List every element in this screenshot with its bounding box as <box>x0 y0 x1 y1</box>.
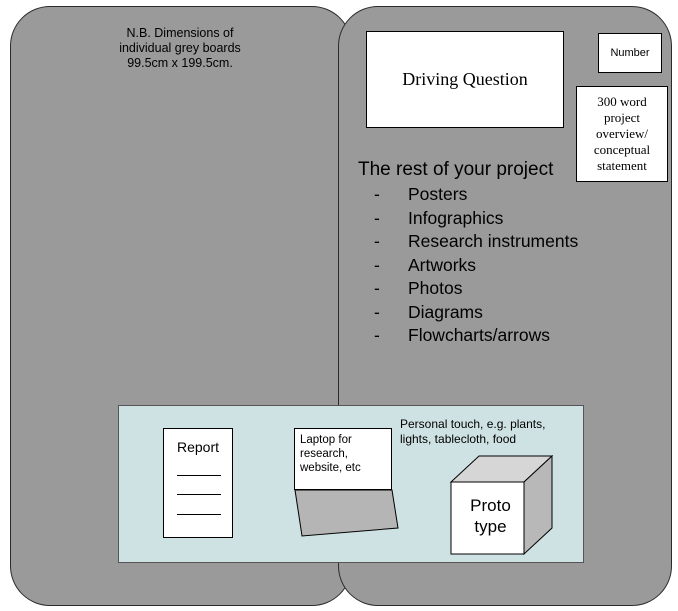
laptop-keyboard-base <box>294 489 399 537</box>
list-item: - Research instruments <box>374 230 588 254</box>
number-box: Number <box>598 33 662 73</box>
report-document: Report <box>163 428 233 538</box>
report-line <box>177 514 221 515</box>
list-bullet: - <box>374 184 380 204</box>
driving-question-box: Driving Question <box>366 31 564 128</box>
dimensions-note-line2: individual grey boards <box>119 41 241 55</box>
list-item-label: Flowcharts/arrows <box>408 325 550 345</box>
laptop-label: Laptop for research, website, etc <box>300 434 361 474</box>
rest-of-project-title: The rest of your project <box>358 159 554 180</box>
list-item: - Diagrams <box>374 301 588 325</box>
prototype-label-line1: Proto <box>470 496 511 515</box>
prototype-label: Proto type <box>453 495 528 537</box>
project-overview-label: 300 word project overview/ conceptual st… <box>593 94 651 173</box>
list-item: - Infographics <box>374 207 588 231</box>
laptop-screen: Laptop for research, website, etc <box>294 428 392 490</box>
list-item: - Flowcharts/arrows <box>374 324 588 348</box>
list-item-label: Posters <box>408 184 468 204</box>
list-item: - Artworks <box>374 254 588 278</box>
report-line <box>177 494 221 495</box>
personal-touch-label: Personal touch, e.g. plants, lights, tab… <box>400 417 546 446</box>
list-item-label: Infographics <box>408 207 504 228</box>
list-item-label: Photos <box>408 278 463 298</box>
list-item-label: Artworks <box>408 254 477 275</box>
dimensions-note-line1: N.B. Dimensions of <box>126 26 234 40</box>
report-label: Report <box>176 439 220 455</box>
list-bullet: - <box>374 254 380 275</box>
project-overview-box: 300 word project overview/ conceptual st… <box>576 86 668 182</box>
report-line <box>177 475 221 476</box>
number-label: Number <box>610 47 650 59</box>
list-item: - Photos <box>374 277 588 301</box>
prototype-label-line2: type <box>474 517 507 536</box>
list-item: - Posters <box>374 183 588 207</box>
dimensions-note: N.B. Dimensions of individual grey board… <box>70 26 290 71</box>
list-bullet: - <box>374 231 380 251</box>
driving-question-label: Driving Question <box>402 69 528 89</box>
list-item-label: Diagrams <box>408 301 483 322</box>
prototype-cube <box>449 454 554 556</box>
list-bullet: - <box>374 301 380 322</box>
dimensions-note-line3: 99.5cm x 199.5cm. <box>127 56 233 70</box>
list-bullet: - <box>374 207 380 228</box>
list-bullet: - <box>374 325 380 345</box>
list-item-label: Research instruments <box>408 231 579 251</box>
list-bullet: - <box>374 278 380 298</box>
rest-of-project-list: - Posters - Infographics - Research instrum… <box>374 183 588 348</box>
